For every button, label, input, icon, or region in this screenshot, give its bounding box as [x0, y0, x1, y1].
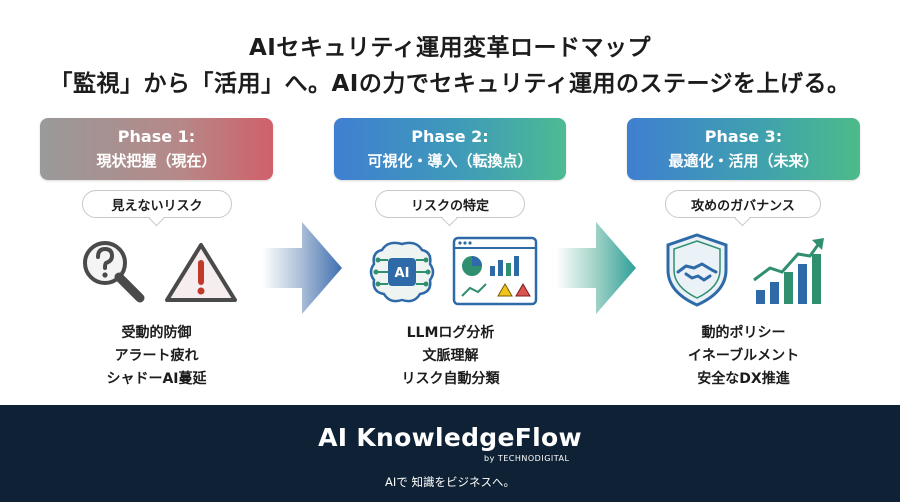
phase-2-items: LLMログ分析 文脈理解 リスク自動分類	[334, 322, 567, 391]
brand-tagline: AIで 知識をビジネスへ。	[385, 475, 515, 489]
list-item: 動的ポリシー	[701, 325, 786, 341]
list-item: リスク自動分類	[401, 371, 500, 387]
brand-logo: AI KnowledgeFlow	[318, 423, 582, 452]
footer: AI KnowledgeFlow by TECHNODIGITAL AIで 知識…	[0, 405, 900, 502]
phase-2-bubble: リスクの特定	[375, 190, 525, 218]
phase-1-header: Phase 1: 現状把握（現在）	[40, 118, 273, 180]
phase-3-subtitle: 最適化・活用（未来）	[668, 152, 819, 170]
magnifier-question-icon	[83, 241, 145, 303]
ai-brain-icon: AI	[369, 241, 435, 303]
phase-1-bubble: 見えないリスク	[82, 190, 232, 218]
phase-2-bubble-text: リスクの特定	[410, 198, 489, 214]
page-title: AIセキュリティ運用変革ロードマップ	[249, 35, 651, 61]
list-item: イネーブルメント	[687, 348, 800, 364]
phase-3-bubble: 攻めのガバナンス	[665, 190, 821, 218]
phase-1-items: 受動的防御 アラート疲れ シャドーAI蔓延	[40, 322, 273, 391]
warning-triangle-icon	[165, 243, 237, 302]
list-item: アラート疲れ	[114, 348, 199, 364]
list-item: 文脈理解	[422, 348, 479, 364]
phase-3-title: Phase 3:	[704, 127, 783, 146]
arrow-phase1-to-2-icon	[262, 222, 342, 314]
phase-3-items: 動的ポリシー イネーブルメント 安全なDX推進	[627, 322, 860, 391]
phase-2-header: Phase 2: 可視化・導入（転換点）	[334, 118, 566, 180]
dashboard-icon	[452, 236, 538, 306]
phase-3-bubble-text: 攻めのガバナンス	[691, 198, 795, 214]
arrow-phase2-to-3-icon	[556, 222, 636, 314]
phase-2-title: Phase 2:	[411, 127, 489, 146]
ai-chip-label: AI	[395, 266, 410, 281]
list-item: シャドーAI蔓延	[106, 371, 207, 387]
phase-1-subtitle: 現状把握（現在）	[96, 152, 217, 170]
phase-1-title: Phase 1:	[117, 127, 196, 146]
brand-byline: by TECHNODIGITAL	[484, 454, 570, 463]
shield-handshake-icon	[666, 233, 728, 307]
phase-2-subtitle: 可視化・導入（転換点）	[367, 152, 533, 170]
phase-3-header: Phase 3: 最適化・活用（未来）	[627, 118, 860, 180]
list-item: LLMログ分析	[406, 325, 495, 341]
growth-chart-icon	[753, 238, 824, 304]
list-item: 受動的防御	[121, 325, 192, 341]
page-subtitle: 「監視」から「活用」へ。AIの力でセキュリティ運用のステージを上げる。	[49, 71, 851, 97]
list-item: 安全なDX推進	[697, 371, 790, 387]
phase-1-bubble-text: 見えないリスク	[111, 198, 203, 214]
